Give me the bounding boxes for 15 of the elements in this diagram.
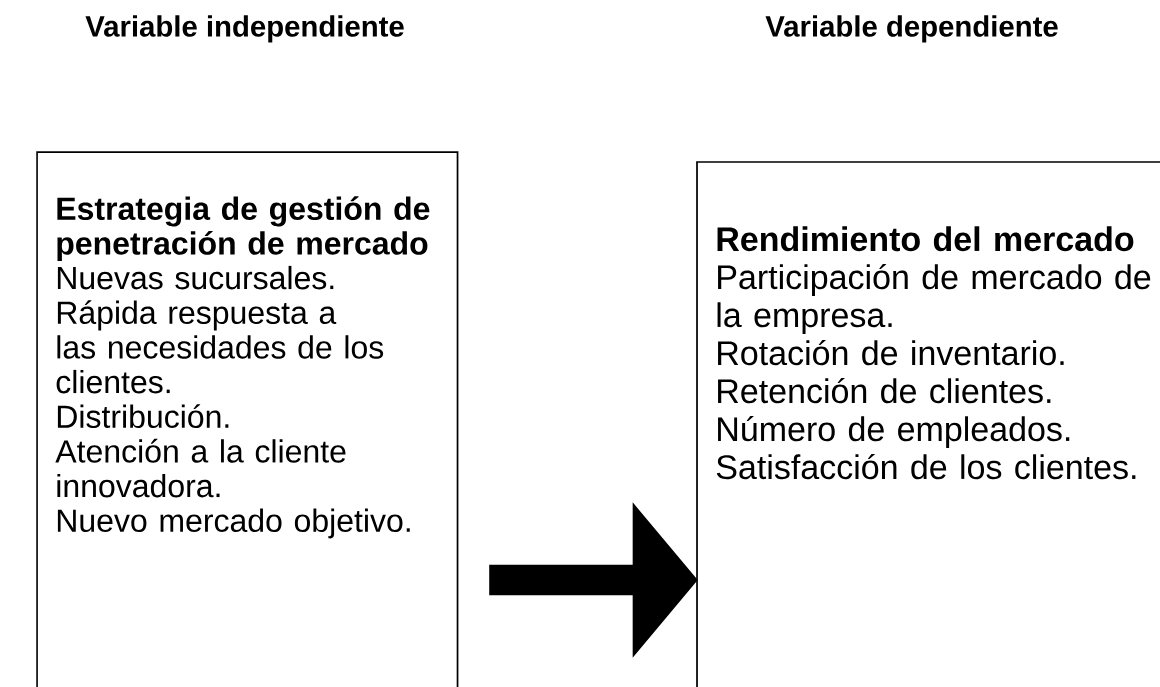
column-title: Variable dependiente (765, 15, 1058, 43)
list-item: Rotación de inventario. (718, 339, 1064, 366)
list-item: Retención de clientes. (718, 377, 1051, 404)
list-item: Número de empleados. (718, 415, 1070, 448)
list-item: Rápida respuesta a las necesidades de los clientes. (56, 300, 384, 394)
list-item: Atención a la cliente innovadora. (55, 438, 346, 498)
heading: Rendimiento del mercado (717, 226, 1134, 252)
heading: Estrategia de gestión de penetración de mercado (57, 196, 430, 262)
block-arrow (489, 502, 698, 658)
list-item: Satisfacción de los clientes. (716, 453, 1136, 480)
list-item: Nuevo mercado objetivo. (57, 508, 410, 539)
column-title: Variable independiente (85, 15, 404, 43)
list-item: Distribución. (57, 404, 229, 429)
list-item: Participación de mercado de la empresa. (717, 263, 1151, 334)
list-item: Nuevas sucursales. (57, 265, 334, 290)
